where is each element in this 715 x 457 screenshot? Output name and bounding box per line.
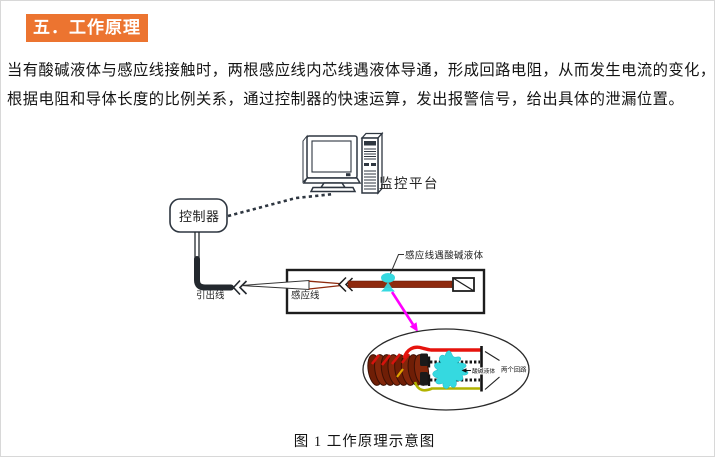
loops-pointer-lines: [484, 351, 500, 390]
serial-dotted-line: [227, 192, 335, 218]
sensor-cable: [347, 280, 453, 288]
zoom-arrow: [390, 291, 418, 332]
loops-label: 两个回路: [501, 365, 527, 374]
wire-break-symbol: [337, 276, 354, 293]
lead-out-wire: [194, 232, 248, 296]
sensor-wire-thin: [308, 280, 341, 290]
monitor-label: 监控平台: [379, 176, 439, 191]
liquid-bridge: [448, 362, 455, 380]
coil-yellow-sliver: [396, 368, 404, 378]
red-core-wire: [402, 345, 481, 359]
lead-wire-label: 引出线: [196, 290, 225, 302]
liquid-label: 酸碱液体: [472, 367, 495, 375]
figure-caption: 图 1 工作原理示意图: [293, 434, 436, 450]
paragraph-line-1: 当有酸碱液体与感应线接触时，两根感应线内芯线遇液体导通，形成回路电阻，从而发生电…: [7, 62, 715, 79]
paragraph-line-2: 根据电阻和导体长度的比例关系，通过控制器的快速运算，发出报警信号，给出具体的泄漏…: [7, 91, 685, 108]
yellow-core-wire: [413, 381, 480, 392]
controller-label: 控制器: [179, 209, 220, 224]
leak-point-label: 感应线遇酸碱液体: [405, 250, 484, 262]
leak-label-leader: [390, 254, 404, 274]
leak-droplet: [381, 273, 395, 292]
sensor-wire-label: 感应线: [291, 290, 320, 302]
monitor-icon: [302, 134, 362, 193]
computer-tower-icon: [360, 131, 384, 195]
cable-terminator: [452, 277, 475, 292]
section-heading: 五．工作原理: [26, 14, 148, 42]
liquid-label-arrow: [461, 368, 471, 373]
coil-terminals: [420, 353, 428, 386]
twisted-core-wires: [427, 346, 483, 392]
wire-sheath-wedge: [240, 279, 310, 291]
